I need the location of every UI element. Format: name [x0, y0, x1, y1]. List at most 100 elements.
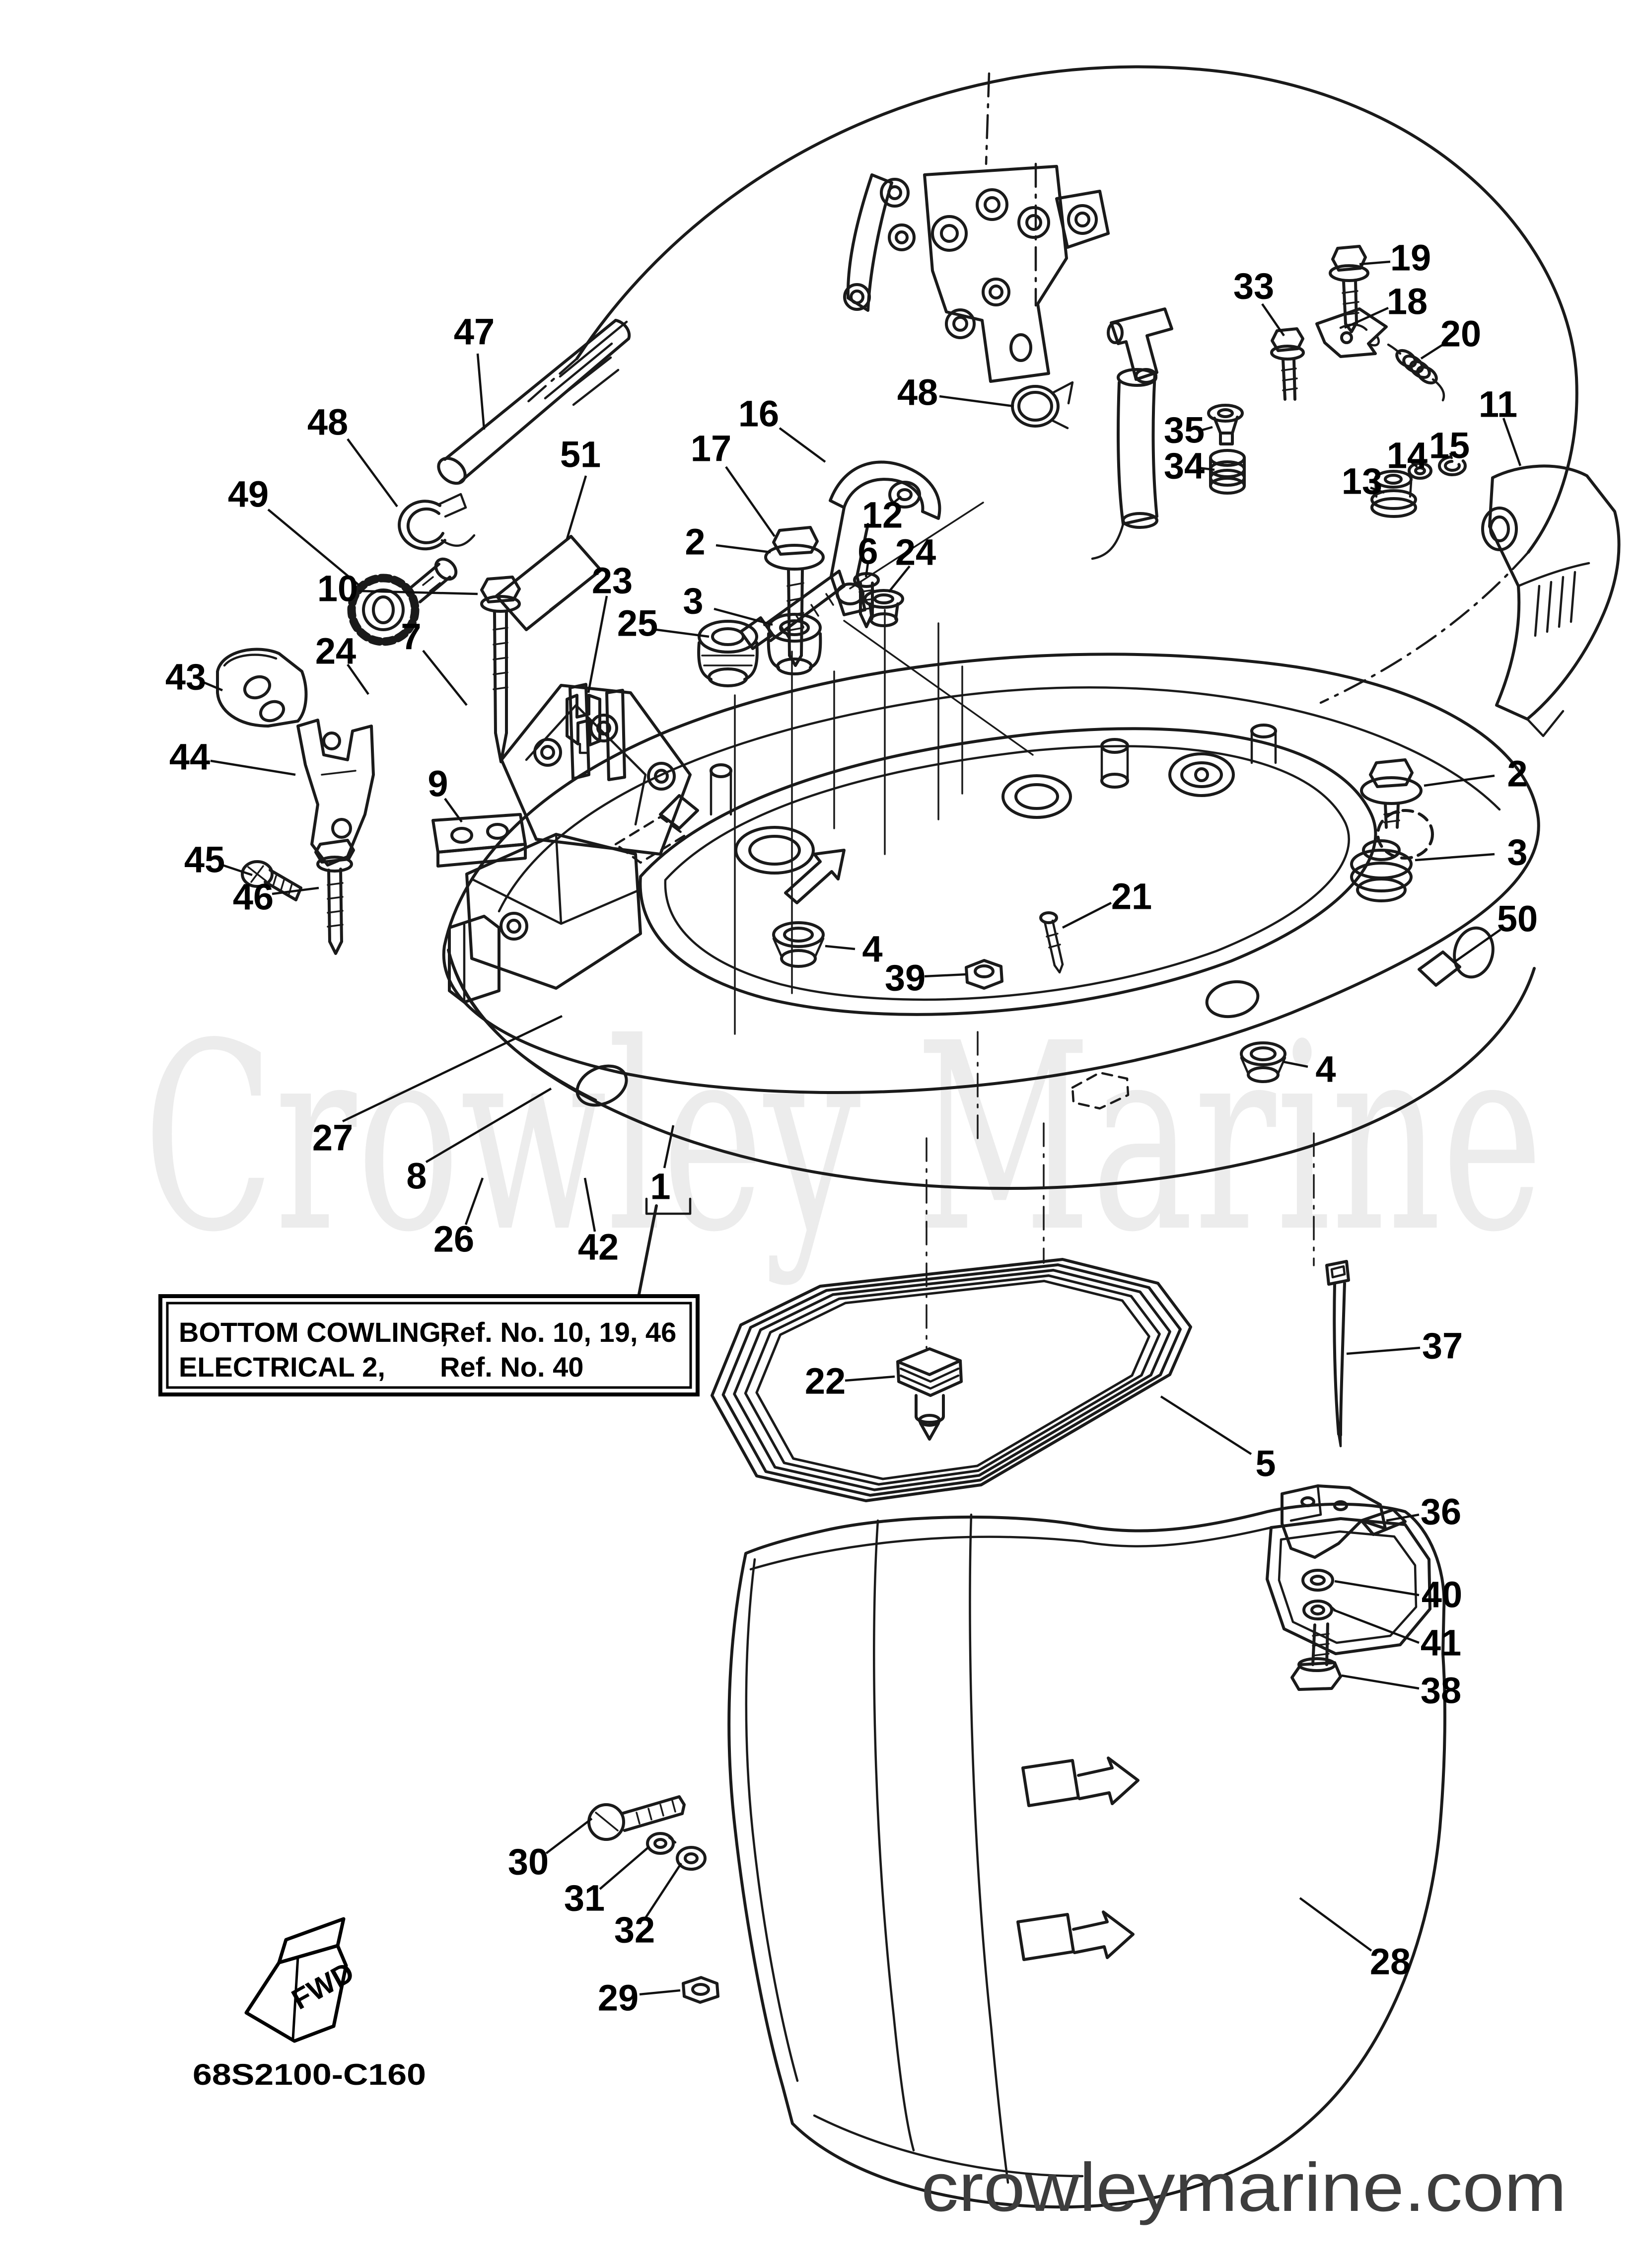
callout-46[interactable]: 46 [233, 877, 319, 918]
callout-14[interactable]: 14 [1387, 435, 1428, 476]
callout-number-1[interactable]: 1 [650, 1166, 670, 1207]
callout-number-38[interactable]: 38 [1421, 1670, 1461, 1711]
callout-16[interactable]: 16 [738, 393, 826, 463]
callout-34[interactable]: 34 [1164, 445, 1215, 487]
callout-26[interactable]: 26 [433, 1177, 484, 1260]
callout-number-51[interactable]: 51 [560, 434, 601, 475]
callout-3a[interactable]: 3 [683, 581, 773, 626]
callout-number-15[interactable]: 15 [1429, 425, 1470, 466]
callout-number-16[interactable]: 16 [738, 393, 779, 435]
callout-4b[interactable]: 4 [1283, 1049, 1336, 1090]
callout-number-32[interactable]: 32 [614, 1909, 655, 1951]
callout-number-43[interactable]: 43 [165, 657, 206, 698]
callout-24a[interactable]: 24 [888, 532, 936, 593]
callout-7[interactable]: 7 [401, 616, 468, 706]
callout-8[interactable]: 8 [406, 1088, 552, 1197]
callout-number-19[interactable]: 19 [1390, 237, 1431, 279]
callout-23[interactable]: 23 [587, 560, 633, 693]
callout-12[interactable]: 12 [862, 495, 903, 536]
callout-37[interactable]: 37 [1346, 1325, 1463, 1367]
callout-17[interactable]: 17 [691, 428, 776, 537]
callout-number-46[interactable]: 46 [233, 877, 274, 918]
callout-number-17[interactable]: 17 [691, 428, 731, 469]
callout-20[interactable]: 20 [1420, 313, 1481, 360]
callout-number-31[interactable]: 31 [564, 1878, 605, 1919]
callout-39[interactable]: 39 [885, 957, 967, 999]
callout-15[interactable]: 15 [1429, 425, 1470, 466]
callout-22[interactable]: 22 [805, 1361, 895, 1402]
callout-49[interactable]: 49 [228, 474, 361, 587]
callout-number-9[interactable]: 9 [428, 763, 448, 805]
callout-number-25[interactable]: 25 [617, 603, 658, 644]
callout-48M[interactable]: 48 [897, 372, 1014, 413]
callout-13[interactable]: 13 [1342, 461, 1385, 502]
callout-number-13[interactable]: 13 [1342, 461, 1382, 502]
callout-number-24b[interactable]: 24 [315, 631, 356, 672]
callout-25[interactable]: 25 [617, 603, 710, 644]
callout-number-44[interactable]: 44 [169, 736, 210, 778]
callout-number-29[interactable]: 29 [598, 1977, 639, 2019]
callout-38[interactable]: 38 [1341, 1670, 1461, 1711]
callout-43[interactable]: 43 [165, 657, 223, 698]
callout-42[interactable]: 42 [578, 1177, 619, 1268]
callout-number-3b[interactable]: 3 [1507, 832, 1527, 873]
callout-48L[interactable]: 48 [307, 402, 398, 508]
callout-number-48L[interactable]: 48 [307, 402, 348, 443]
callout-number-40[interactable]: 40 [1422, 1574, 1462, 1615]
callout-number-39[interactable]: 39 [885, 957, 926, 999]
callout-number-26[interactable]: 26 [433, 1219, 474, 1260]
callout-number-27[interactable]: 27 [312, 1117, 353, 1159]
callout-number-23[interactable]: 23 [592, 560, 633, 601]
callout-number-36[interactable]: 36 [1421, 1491, 1461, 1533]
callout-number-7[interactable]: 7 [401, 616, 421, 658]
callout-number-37[interactable]: 37 [1422, 1325, 1463, 1367]
callout-44[interactable]: 44 [169, 736, 296, 778]
callout-47[interactable]: 47 [454, 311, 495, 430]
callout-32[interactable]: 32 [614, 1862, 682, 1951]
callout-number-24a[interactable]: 24 [895, 532, 936, 573]
callout-33[interactable]: 33 [1233, 266, 1285, 337]
callout-number-35[interactable]: 35 [1164, 410, 1205, 451]
callout-2a[interactable]: 2 [685, 521, 771, 563]
callout-number-8[interactable]: 8 [406, 1156, 427, 1197]
callout-40[interactable]: 40 [1334, 1574, 1462, 1615]
callout-number-48M[interactable]: 48 [897, 372, 938, 413]
callout-number-10[interactable]: 10 [317, 568, 358, 609]
callout-number-20[interactable]: 20 [1440, 313, 1481, 355]
callout-10[interactable]: 10 [317, 568, 478, 609]
callout-number-3a[interactable]: 3 [683, 581, 703, 622]
callout-9[interactable]: 9 [428, 763, 463, 823]
callout-35[interactable]: 35 [1164, 410, 1213, 451]
callout-number-5[interactable]: 5 [1255, 1443, 1276, 1484]
callout-5[interactable]: 5 [1160, 1395, 1276, 1484]
callout-number-34[interactable]: 34 [1164, 445, 1205, 487]
callout-number-28[interactable]: 28 [1370, 1941, 1411, 1982]
callout-number-33[interactable]: 33 [1233, 266, 1274, 307]
callout-number-30[interactable]: 30 [508, 1841, 549, 1883]
callout-number-49[interactable]: 49 [228, 474, 269, 515]
callout-number-45[interactable]: 45 [184, 839, 225, 880]
callout-4a[interactable]: 4 [825, 929, 883, 970]
callout-number-21[interactable]: 21 [1111, 876, 1152, 917]
callout-number-47[interactable]: 47 [454, 311, 495, 353]
callout-21[interactable]: 21 [1062, 876, 1152, 929]
callout-number-12[interactable]: 12 [862, 495, 903, 536]
callout-number-50[interactable]: 50 [1497, 898, 1538, 940]
callout-number-41[interactable]: 41 [1421, 1622, 1461, 1664]
callout-number-4b[interactable]: 4 [1315, 1049, 1336, 1090]
callout-41[interactable]: 41 [1333, 1609, 1461, 1664]
callout-30[interactable]: 30 [508, 1818, 593, 1883]
callout-6[interactable]: 6 [857, 531, 878, 578]
callout-11[interactable]: 11 [1479, 384, 1522, 466]
callout-number-2a[interactable]: 2 [685, 521, 705, 563]
callout-number-4a[interactable]: 4 [862, 929, 882, 970]
callout-18[interactable]: 18 [1344, 281, 1428, 329]
callout-28[interactable]: 28 [1299, 1897, 1411, 1982]
callout-29[interactable]: 29 [598, 1977, 681, 2019]
callout-2b[interactable]: 2 [1424, 753, 1528, 795]
callout-number-18[interactable]: 18 [1387, 281, 1428, 322]
callout-24b[interactable]: 24 [315, 631, 369, 695]
callout-3b[interactable]: 3 [1415, 832, 1528, 873]
callout-51[interactable]: 51 [560, 434, 601, 539]
callout-31[interactable]: 31 [564, 1845, 650, 1919]
